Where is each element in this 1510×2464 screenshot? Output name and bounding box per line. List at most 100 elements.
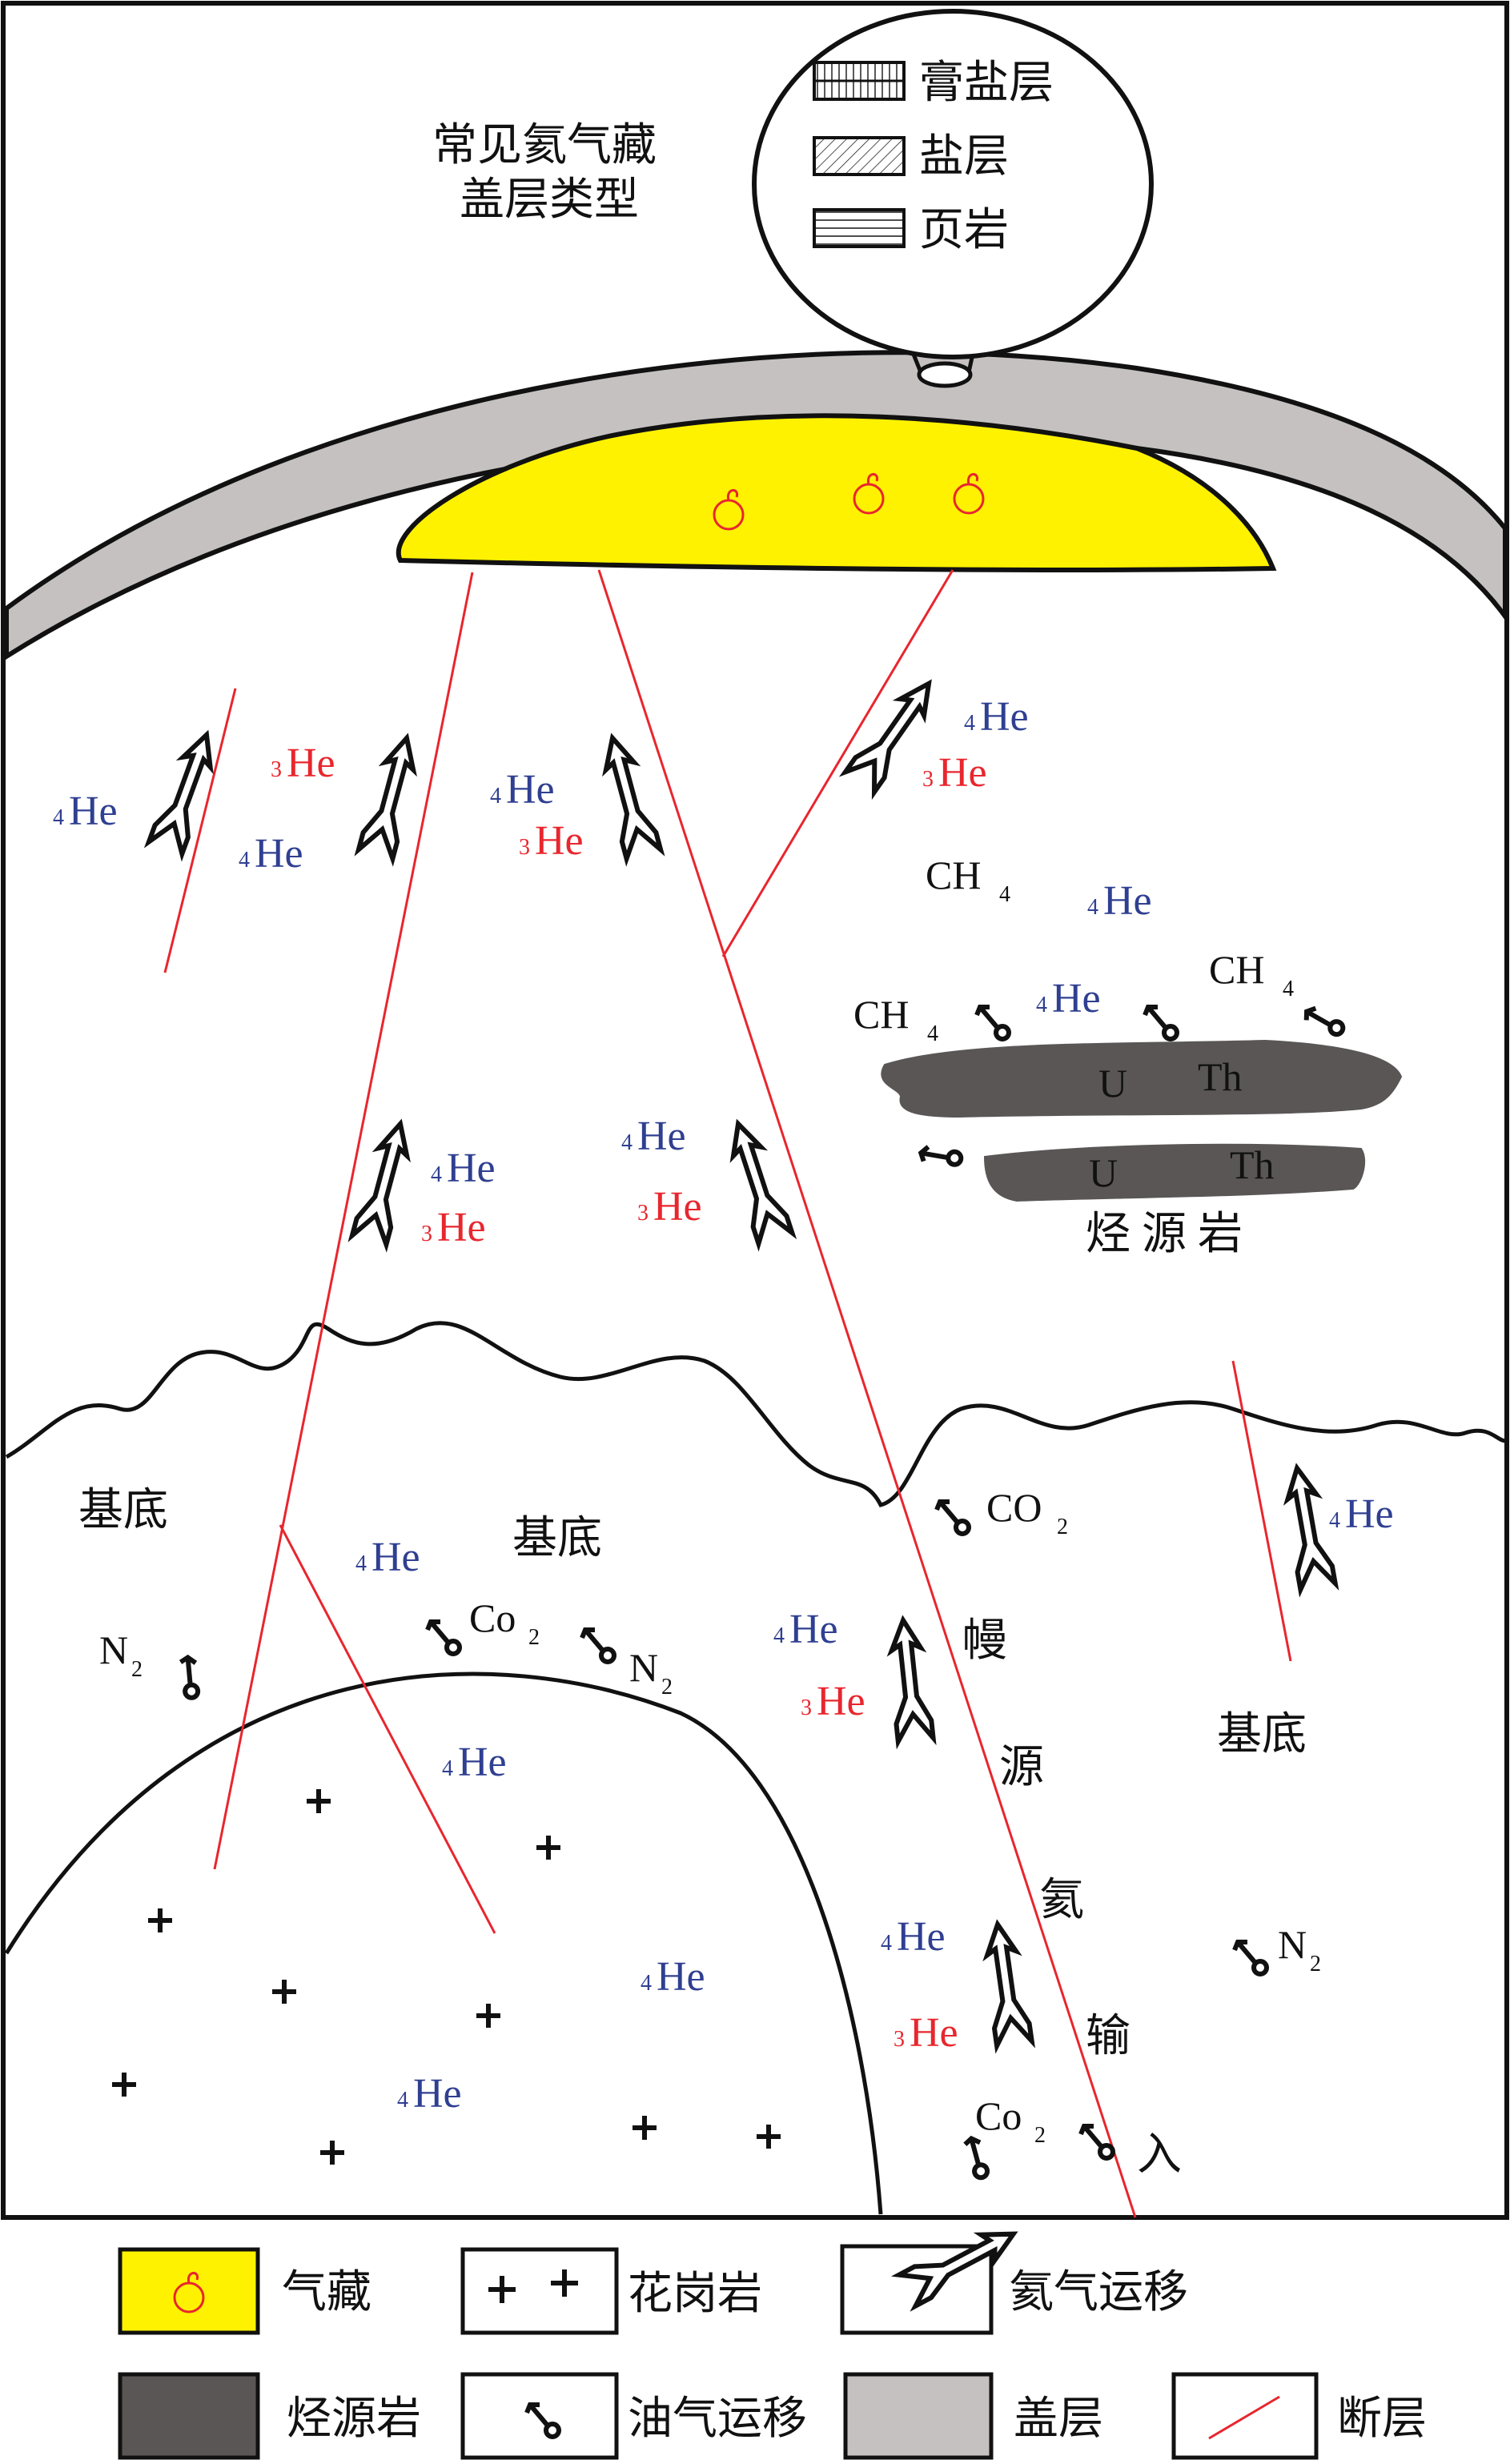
- svg-text:He: He: [255, 831, 303, 877]
- inset-focus-ring: [917, 361, 973, 388]
- svg-text:4: 4: [1329, 1508, 1340, 1533]
- svg-text:2: 2: [1034, 2123, 1046, 2148]
- mantle-helium-char: 幔: [962, 1615, 1007, 1667]
- granite-plus-icon: [272, 1980, 296, 2004]
- svg-text:4: 4: [1036, 993, 1047, 1017]
- shale-swatch: [813, 208, 906, 248]
- methane-label: CH 4: [853, 992, 938, 1046]
- source-rock-layer-lower: [983, 1143, 1366, 1202]
- svg-text:3: 3: [421, 1222, 432, 1246]
- legend-label: 油气运移: [628, 2393, 807, 2445]
- legend-source-rock-swatch: [118, 2372, 260, 2460]
- svg-text:CH: CH: [853, 992, 909, 1037]
- svg-text:4: 4: [927, 1021, 938, 1046]
- svg-text:He: He: [1345, 1491, 1394, 1537]
- svg-text:He: He: [413, 2071, 462, 2117]
- gas-reservoir: [396, 413, 1277, 572]
- svg-text:He: He: [897, 1914, 946, 1960]
- mantle-helium-char: 源: [999, 1741, 1044, 1793]
- svg-text:N: N: [629, 1645, 658, 1690]
- granite-plus-icon: [320, 2141, 344, 2165]
- svg-text:4: 4: [490, 784, 501, 809]
- legend-granite-swatch: [460, 2247, 619, 2335]
- mantle-helium-char: 输: [1086, 2010, 1130, 2062]
- granite-plus-icon: [476, 2004, 500, 2028]
- svg-text:2: 2: [528, 1625, 540, 1650]
- svg-text:He: He: [69, 789, 118, 834]
- legend-label: 氦气运移: [1009, 2266, 1188, 2318]
- source-rock-label: 烃源岩: [1086, 1208, 1254, 1260]
- mantle-helium-char: 氦: [1039, 1874, 1084, 1926]
- svg-text:4: 4: [999, 882, 1010, 907]
- source-rock-layer-upper: [881, 1039, 1403, 1118]
- svg-text:2: 2: [1310, 1952, 1321, 1976]
- fault-line: [213, 572, 474, 1870]
- granite-plus-icon: [633, 2116, 657, 2140]
- mantle-helium-char: 入: [1137, 2129, 1182, 2181]
- svg-text:He: He: [789, 1607, 838, 1652]
- svg-text:He: He: [817, 1679, 865, 1724]
- inset-item-label: 盐层: [919, 130, 1009, 183]
- granite-plus-icon: [112, 2073, 136, 2097]
- inset-title: 盖层类型: [460, 174, 639, 226]
- svg-text:He: He: [1103, 878, 1152, 924]
- legend-cap-rock-swatch: [843, 2372, 994, 2460]
- svg-text:He: He: [506, 767, 555, 813]
- svg-text:N: N: [99, 1627, 128, 1672]
- granite-body-outline: [4, 1671, 883, 2215]
- fault-line-icon: [1208, 2395, 1280, 2440]
- svg-text:He: He: [653, 1184, 702, 1230]
- svg-text:2: 2: [661, 1675, 673, 1700]
- uranium-label: U: [1089, 1150, 1118, 1195]
- svg-text:He: He: [437, 1205, 486, 1250]
- granite-crosses: [112, 1789, 781, 2165]
- svg-text:He: He: [1052, 976, 1101, 1021]
- fault-line: [279, 1524, 496, 1934]
- thorium-label: Th: [1230, 1142, 1275, 1187]
- legend-label: 断层: [1337, 2393, 1427, 2445]
- svg-text:3: 3: [801, 1696, 812, 1720]
- svg-text:Co: Co: [469, 1595, 516, 1640]
- legend-fault-swatch: [1171, 2372, 1319, 2460]
- uranium-label: U: [1098, 1061, 1127, 1106]
- svg-text:4: 4: [1283, 977, 1294, 1001]
- svg-text:4: 4: [773, 1623, 785, 1648]
- svg-text:He: He: [910, 2010, 958, 2056]
- legend: 气藏 花岗岩 氦气运移 烃源岩 油气运移 盖层 断层: [118, 2218, 1427, 2460]
- svg-text:He: He: [637, 1114, 686, 1159]
- fault-line: [721, 569, 954, 957]
- carbon-dioxide-label: Co 2: [469, 1595, 540, 1650]
- legend-label: 烃源岩: [287, 2393, 421, 2445]
- granite-plus-icon: [757, 2125, 781, 2149]
- inset-title: 常见氦气藏: [432, 119, 657, 171]
- svg-text:3: 3: [637, 1201, 649, 1226]
- thorium-label: Th: [1198, 1054, 1243, 1099]
- svg-text:4: 4: [397, 2088, 408, 2113]
- svg-text:4: 4: [964, 711, 975, 736]
- svg-text:4: 4: [53, 805, 64, 830]
- svg-text:3: 3: [922, 767, 934, 792]
- legend-label: 花岗岩: [628, 2268, 762, 2320]
- svg-text:4: 4: [442, 1756, 453, 1781]
